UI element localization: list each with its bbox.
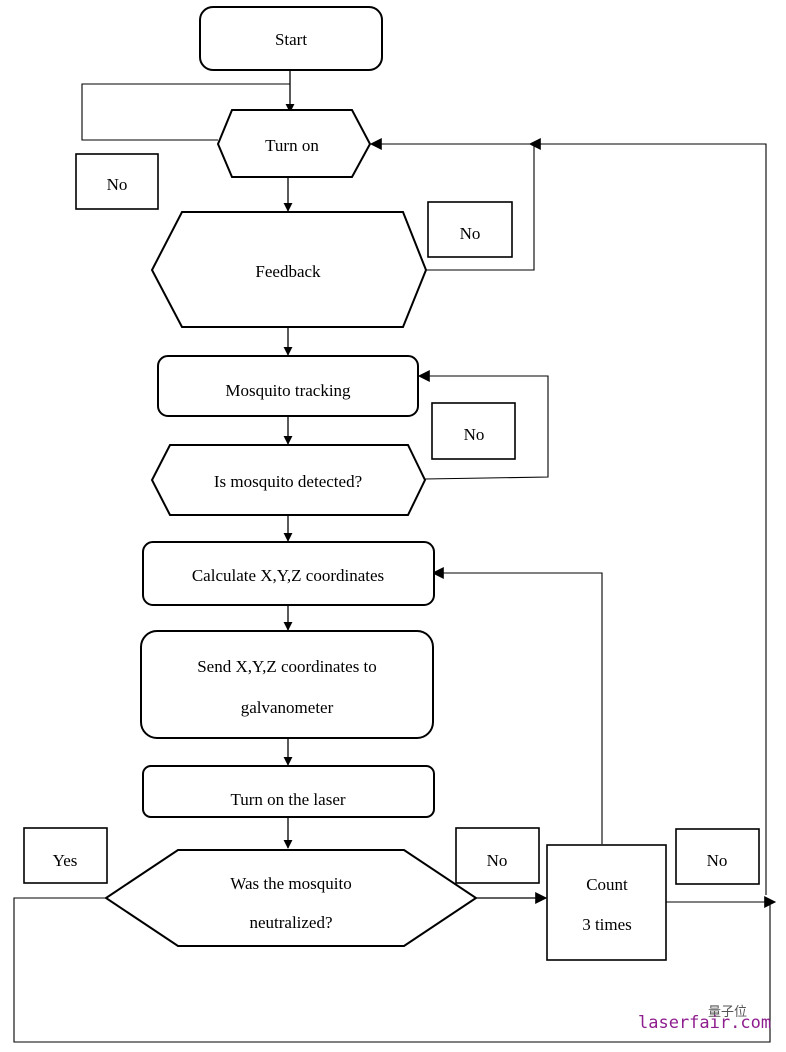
turn-on-laser-label: Turn on the laser [230, 790, 345, 809]
turn-on-node [216, 109, 372, 178]
calculate-label: Calculate X,Y,Z coordinates [192, 566, 384, 585]
neutralized-decision-node [104, 849, 478, 947]
send-label-line2: galvanometer [241, 698, 334, 717]
detected-decision-node [150, 444, 427, 516]
no-label-turn-on: No [107, 175, 128, 194]
connector-count-calculate-loop [431, 567, 603, 844]
connector-turnon-left-loop [81, 83, 290, 141]
count-label-line2: 3 times [582, 915, 632, 934]
no-label-count: No [707, 851, 728, 870]
mosquito-tracking-node [157, 355, 419, 417]
start-node [199, 6, 383, 71]
start-label: Start [275, 30, 307, 49]
yes-box-neutralized [23, 827, 108, 884]
no-label-feedback: No [460, 224, 481, 243]
feedback-node [150, 211, 428, 328]
neutralized-label-line2: neutralized? [249, 913, 332, 932]
connector-feedback-no-loop [426, 144, 535, 271]
no-label-neutralized: No [487, 851, 508, 870]
no-box-feedback [427, 201, 513, 258]
feedback-label: Feedback [255, 262, 321, 281]
no-box-neutralized [455, 827, 540, 884]
calculate-node [142, 541, 435, 606]
watermark-cn: 量子位 [708, 1005, 747, 1020]
connector-yes-outer-loop [13, 897, 771, 1043]
count-node [546, 844, 667, 961]
detected-label: Is mosquito detected? [214, 472, 362, 491]
no-box-detected [431, 402, 516, 460]
send-label-line1: Send X,Y,Z coordinates to [197, 657, 377, 676]
count-label-line1: Count [586, 875, 628, 894]
no-box-count [675, 828, 760, 885]
turn-on-laser-node [142, 765, 435, 818]
connector-outer-loop-top [369, 138, 767, 895]
no-box-turn-on [75, 153, 159, 210]
yes-label-neutralized: Yes [53, 851, 78, 870]
connector-detected-no-loop [417, 370, 549, 480]
neutralized-label-line1: Was the mosquito [230, 874, 351, 893]
turn-on-label: Turn on [265, 136, 319, 155]
mosquito-tracking-label: Mosquito tracking [225, 381, 351, 400]
send-coordinates-node [140, 630, 434, 739]
watermark-site: laserfair.com [638, 1013, 771, 1033]
no-label-detected: No [464, 425, 485, 444]
